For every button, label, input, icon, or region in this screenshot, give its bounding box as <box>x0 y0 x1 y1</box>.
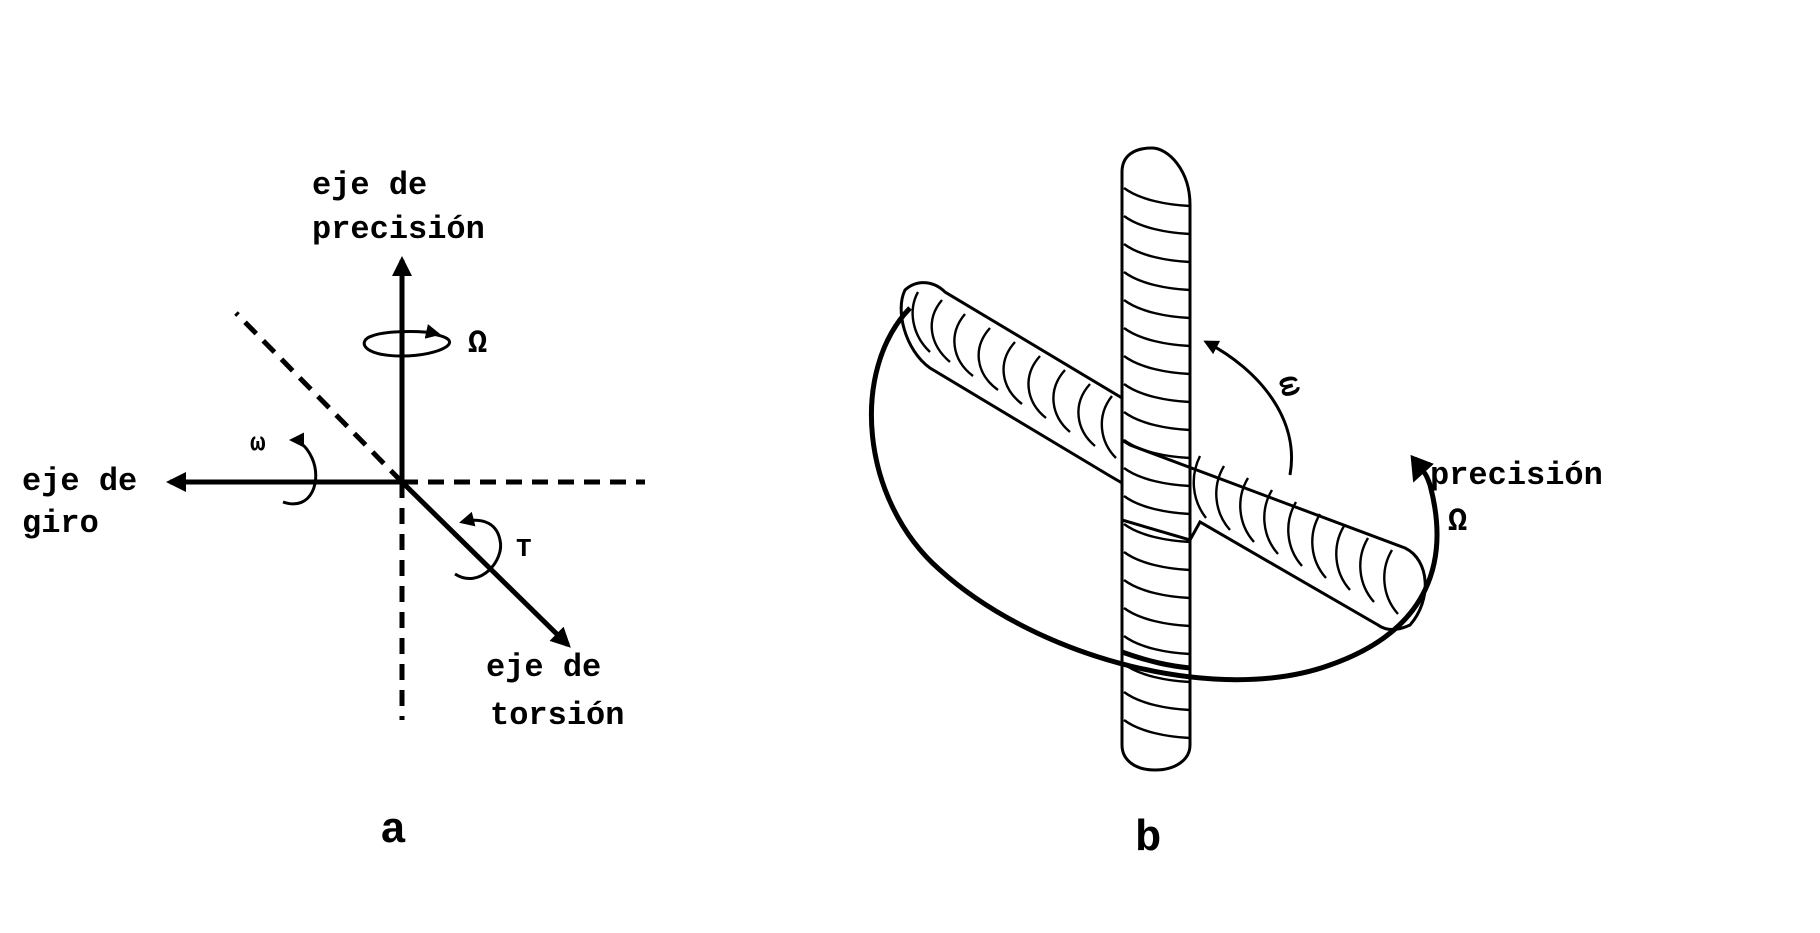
precession-rotation-arrow <box>362 324 451 358</box>
torque-rotation-arrow <box>454 511 503 581</box>
precession-label-b-2: Ω <box>1448 503 1467 540</box>
panel-b-label: b <box>1135 814 1161 864</box>
omega-spin-label-b: ω <box>1268 371 1310 401</box>
omega-precession-label: Ω <box>468 325 487 362</box>
spin-rotation-arrow <box>282 432 318 506</box>
torque-label: T <box>516 534 532 564</box>
precession-orbit-front <box>1121 649 1191 671</box>
torsion-axis-dashed <box>234 311 404 484</box>
panel-b: ω precisión Ω b <box>868 146 1603 864</box>
panel-a-label: a <box>380 806 406 856</box>
torsion-axis-label-2: torsión <box>490 697 624 734</box>
vertical-rotor-bar <box>1120 146 1192 772</box>
precession-axis-label-1: eje de <box>312 167 427 204</box>
torsion-axis-label-1: eje de <box>486 649 601 686</box>
horizontal-bar-hatching-right <box>1192 455 1399 615</box>
omega-spin-label: ω <box>250 428 266 458</box>
spin-rotation-arrow-b <box>1203 340 1293 476</box>
panel-a: eje de precisión eje de giro eje de tors… <box>22 167 645 856</box>
horizontal-rotor-bar <box>899 281 1427 631</box>
spin-axis-label-2: giro <box>22 505 99 542</box>
spin-axis-label-1: eje de <box>22 463 137 500</box>
horizontal-bar-hatching-left <box>911 291 1117 459</box>
torsion-axis <box>400 480 571 648</box>
precession-label-b-1: precisión <box>1430 457 1603 494</box>
precession-axis-label-2: precisión <box>312 211 485 248</box>
precession-orbit <box>868 306 1440 683</box>
vertical-bar-hatching <box>1123 187 1191 740</box>
